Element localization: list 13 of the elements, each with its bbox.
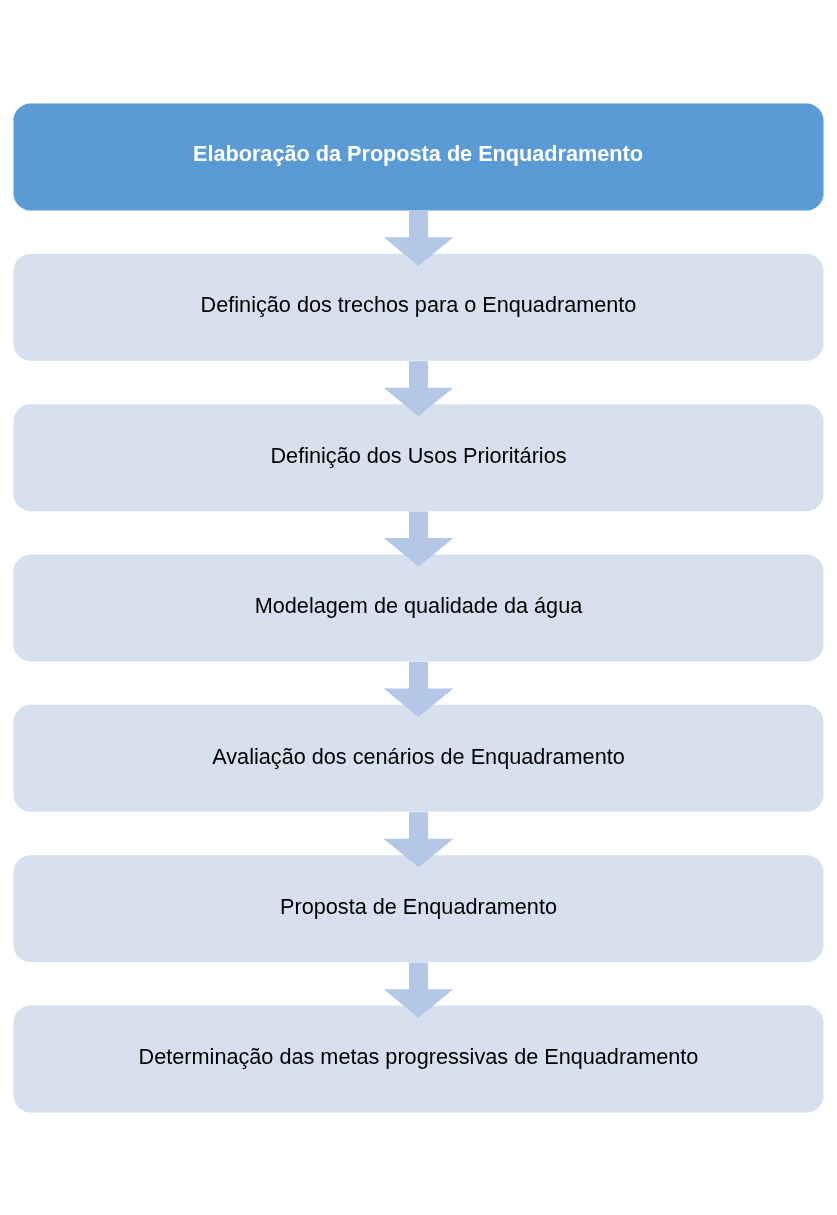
node-box: Modelagem de qualidade da água [13, 554, 824, 661]
node-box: Proposta de Enquadramento [13, 854, 824, 962]
arrow [383, 210, 454, 266]
node-box: Definição dos trechos para o Enquadramento [13, 253, 824, 361]
node-box: Definição dos Usos Prioritários [13, 403, 824, 511]
node-box: Elaboração da Proposta de Enquadramento [13, 102, 824, 210]
arrow [383, 360, 454, 416]
arrow [383, 962, 454, 1018]
node-box: Avaliação dos cenários de Enquadramento [13, 704, 824, 812]
node-box: Determinação das metas progressivas de Enquadramento [13, 1005, 824, 1113]
arrow [383, 811, 454, 867]
arrow [383, 661, 454, 717]
arrow [383, 510, 454, 567]
